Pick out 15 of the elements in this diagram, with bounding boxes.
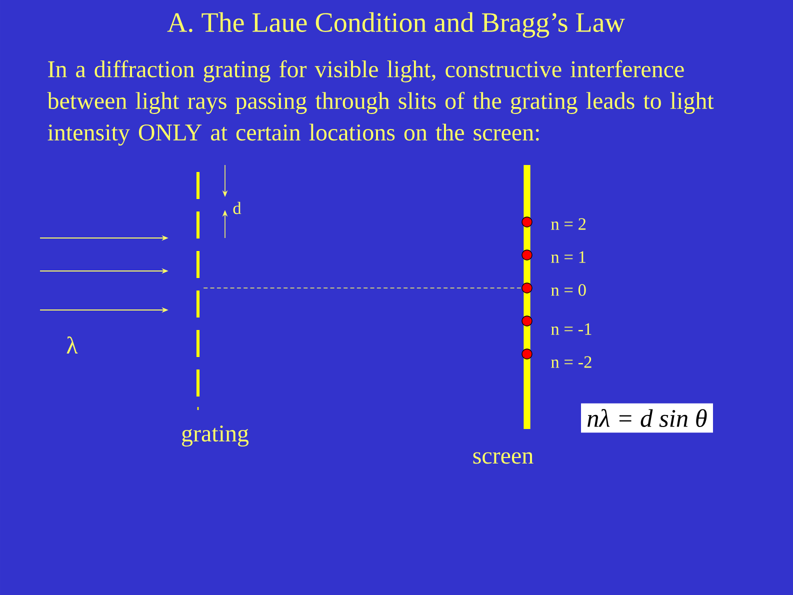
intro-paragraph: In a diffraction grating for visible light, constructive interference between light rays passing through slits of the grating leads to light intensity ONLY at certain locations on the screen: — [47, 60, 714, 146]
wavelength-label: λ — [66, 336, 78, 354]
intensity-dot — [522, 282, 532, 294]
order-label: n = 1 — [551, 251, 586, 263]
spacing-label: d — [233, 202, 242, 214]
intensity-dot — [522, 250, 532, 260]
order-label: n = -2 — [551, 356, 592, 368]
order-label: n = 2 — [551, 218, 586, 230]
intensity-dot — [522, 216, 532, 228]
title: A. The Laue Condition and Bragg’s Law — [167, 12, 625, 38]
order-label: n = -1 — [551, 323, 592, 335]
formula: nλ = d sin θ — [581, 403, 713, 433]
intensity-dot — [522, 348, 532, 360]
order-label: n = 0 — [551, 284, 586, 296]
intensity-dot — [522, 316, 532, 326]
